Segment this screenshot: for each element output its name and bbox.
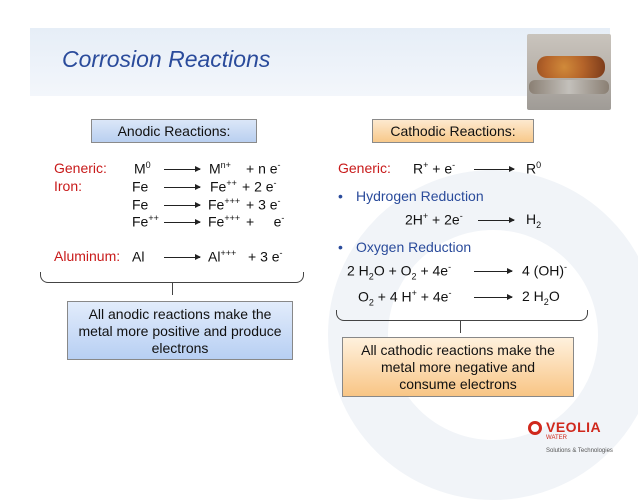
anodic-brace-stem xyxy=(172,283,173,295)
electrons: + n e- xyxy=(246,160,281,177)
cathodic-summary-box: All cathodic reactions make the metal mo… xyxy=(342,337,574,397)
summary-line: metal more negative and xyxy=(380,359,536,375)
bullet-dot: • xyxy=(338,239,343,255)
hydrogen-rhs: H2 xyxy=(526,211,542,230)
logo-tagline: Solutions & Technologies xyxy=(546,448,613,454)
product: Fe+++ xyxy=(208,196,241,213)
reactant: Fe++ xyxy=(132,213,159,230)
oxygen-lhs-2: O2 + 4 H+ + 4e- xyxy=(358,288,452,308)
logo-division: WATER xyxy=(546,435,567,441)
row-label: Iron: xyxy=(54,178,83,194)
reaction-arrow xyxy=(164,184,201,190)
veolia-logo-icon xyxy=(528,421,542,435)
reactant: Al xyxy=(132,248,145,265)
row-label: Aluminum: xyxy=(54,248,121,264)
corroded-pipe-photo xyxy=(527,34,611,110)
reactant: Fe xyxy=(132,178,149,195)
reactant: M0 xyxy=(134,160,151,177)
reactant: Fe xyxy=(132,196,149,213)
logo-brand: VEOLIA xyxy=(546,419,602,435)
hydrogen-lhs: 2H+ + 2e- xyxy=(405,211,463,228)
summary-line: consume electrons xyxy=(399,376,517,392)
reaction-arrow xyxy=(164,166,201,172)
summary-line: electrons xyxy=(151,340,209,356)
product: Fe++ xyxy=(210,178,237,195)
summary-line: metal more positive and produce xyxy=(78,323,282,339)
electrons: + 3 e- xyxy=(246,196,281,213)
oxygen-rhs-2: 2 H2O xyxy=(522,288,560,307)
hydrogen-reduction-label: Hydrogen Reduction xyxy=(356,188,484,204)
cathodic-lhs: R+ + e- xyxy=(413,160,456,177)
cathodic-brace-stem xyxy=(460,321,461,333)
header-band xyxy=(30,28,610,96)
generic-label: Generic: xyxy=(338,160,391,176)
reaction-arrow xyxy=(164,219,201,225)
bullet-dot: • xyxy=(338,188,343,204)
anodic-header: Anodic Reactions: xyxy=(91,119,257,143)
product: Fe+++ xyxy=(208,213,241,230)
electrons: + e- xyxy=(246,213,285,230)
electrons: + 2 e- xyxy=(242,178,277,195)
slide-title: Corrosion Reactions xyxy=(62,46,271,72)
reaction-arrow xyxy=(164,202,201,208)
cathodic-brace xyxy=(336,310,588,321)
oxygen-rhs-1: 4 (OH)- xyxy=(522,262,567,279)
reaction-arrow xyxy=(478,217,515,223)
summary-line: All anodic reactions make the xyxy=(88,306,272,322)
cathodic-rhs: R0 xyxy=(526,160,542,177)
reaction-arrow xyxy=(474,268,513,274)
product: Al+++ xyxy=(208,248,237,265)
row-label: Generic: xyxy=(54,160,107,176)
electrons: + 3 e- xyxy=(248,248,283,265)
reaction-arrow xyxy=(474,166,515,172)
reaction-arrow xyxy=(164,254,201,260)
summary-line: All cathodic reactions make the xyxy=(361,342,555,358)
cathodic-header: Cathodic Reactions: xyxy=(372,119,534,143)
anodic-summary-box: All anodic reactions make the metal more… xyxy=(67,301,293,360)
product: Mn+ xyxy=(209,160,231,177)
oxygen-reduction-label: Oxygen Reduction xyxy=(356,239,472,255)
oxygen-lhs-1: 2 H2O + O2 + 4e- xyxy=(347,262,452,282)
anodic-brace xyxy=(40,272,304,283)
reaction-arrow xyxy=(474,294,513,300)
